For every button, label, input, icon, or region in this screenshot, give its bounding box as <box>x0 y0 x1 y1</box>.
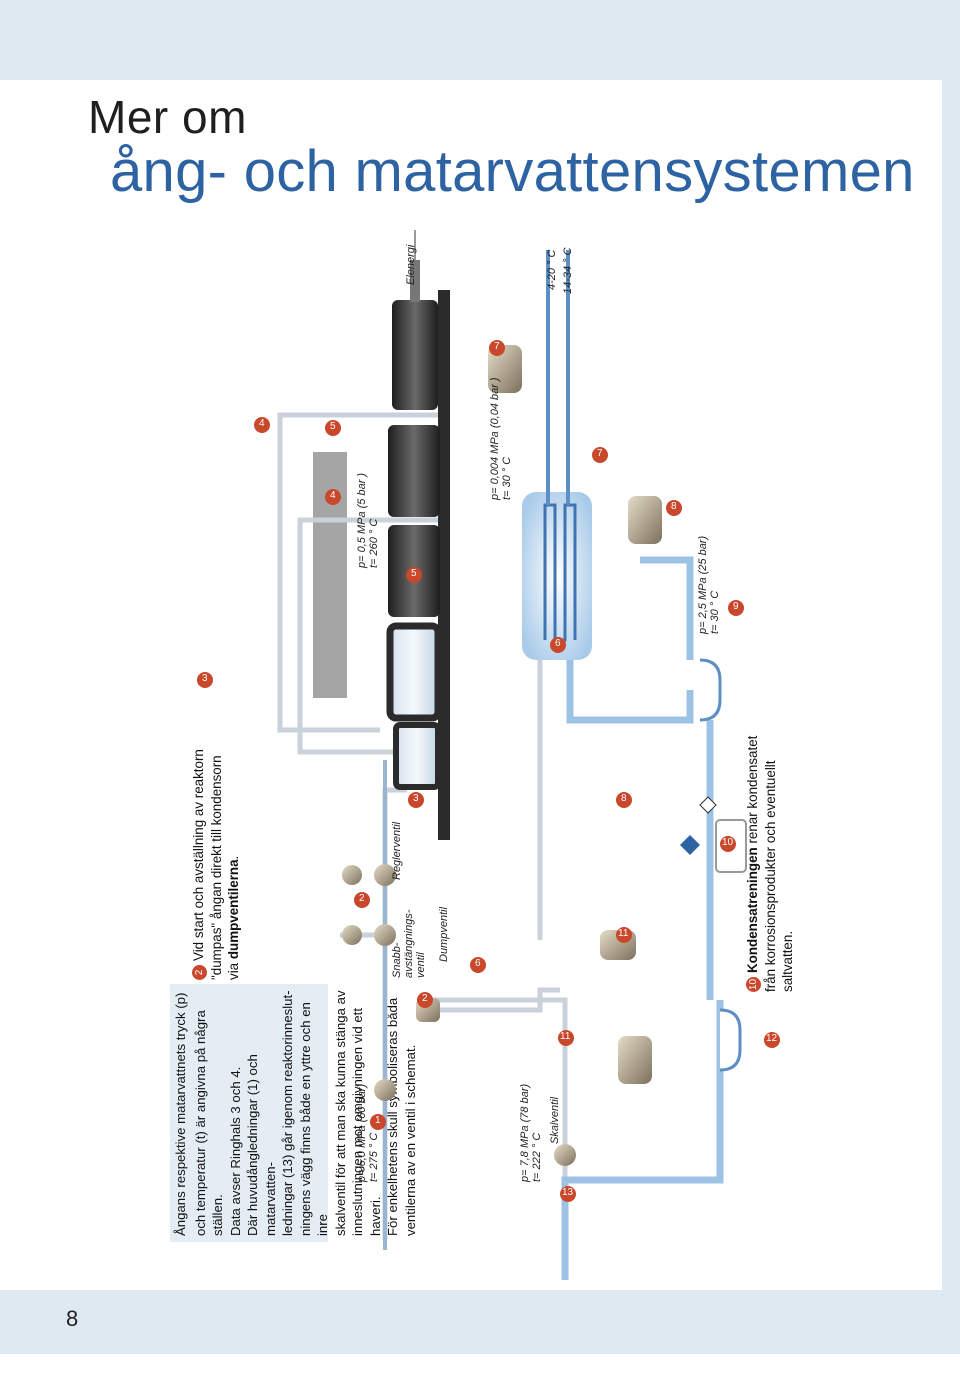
valve-icon <box>342 865 362 885</box>
steam-pipe <box>277 412 440 733</box>
badge <box>764 1032 780 1048</box>
label-elenergi: Elenergi <box>405 244 417 285</box>
badge <box>370 1114 386 1130</box>
steam-feedwater-diagram <box>197 230 780 1280</box>
badge <box>560 1186 576 1202</box>
page-number: 8 <box>66 1306 79 1331</box>
label-t13: t= 222 ° C <box>531 1132 543 1182</box>
badge <box>354 892 370 908</box>
left-margin <box>0 80 60 1290</box>
pump-icon <box>628 496 662 544</box>
label-p13: p= 7,8 MPa (78 bar) <box>519 1083 531 1182</box>
feedpump-icon <box>618 1036 652 1084</box>
badge <box>616 792 632 808</box>
badge <box>406 567 422 583</box>
badge <box>417 992 433 1008</box>
label-t-lp: t= 260 ° C <box>368 518 380 568</box>
check-valve-icon <box>680 835 700 855</box>
badge <box>325 420 341 436</box>
badge <box>325 489 341 505</box>
label-t-pump: t= 30 ° C <box>709 590 721 634</box>
pump-icon <box>488 345 522 393</box>
badge <box>197 672 213 688</box>
page-title-line1: Mer om <box>88 91 247 143</box>
badge <box>720 836 736 852</box>
valve-icon <box>374 864 396 886</box>
valve-icon <box>554 1144 576 1166</box>
badge <box>616 927 632 943</box>
page-title-line2: ång- och matarvattensystemen <box>110 139 915 204</box>
cond-return <box>537 637 590 940</box>
badge <box>550 637 566 653</box>
lp-turbine-1 <box>386 622 442 722</box>
badge-label: 12 <box>668 1381 680 1392</box>
badge <box>592 447 608 463</box>
label-t-cond: t= 30 ° C <box>501 456 513 500</box>
badge <box>489 340 505 356</box>
label-snabb2: avstängnings- <box>403 909 415 979</box>
badge <box>408 792 424 808</box>
valve-icon <box>374 1079 396 1101</box>
steam-pipe <box>297 517 440 755</box>
label-sea-out: 14-34 ° C <box>562 247 574 294</box>
feedwater-line <box>640 556 694 660</box>
label-p-pump: p= 2,5 MPa (25 bar) <box>697 535 709 634</box>
label-p-lp: p= 0,5 MPa (5 bar ) <box>356 472 368 568</box>
condenser <box>522 492 592 660</box>
badge-label: 13 <box>584 1381 596 1392</box>
valve-icon <box>342 925 362 945</box>
label-p1: p= 6,0 MPa (60 bar) <box>356 1083 368 1182</box>
top-band <box>0 0 960 80</box>
label-snabb3: ventil <box>415 952 427 978</box>
label-sea-in: 4-20 ° C <box>546 249 558 290</box>
preheater <box>699 658 722 722</box>
badge <box>728 600 744 616</box>
label-snabb1: Snabb- <box>391 942 403 978</box>
label-skalventil: Skalventil <box>549 1096 561 1144</box>
feedwater-line <box>561 1000 724 1280</box>
label-p-cond: p= 0,004 MPa (0,04 bar ) <box>489 377 501 500</box>
generator <box>392 300 438 410</box>
badge <box>254 417 270 433</box>
feed-pipe-grey <box>420 997 568 1180</box>
hp-turbine <box>393 722 441 790</box>
right-band <box>942 80 960 1290</box>
lp-turbine-3 <box>388 425 440 517</box>
label-reglerventil: Reglerventil <box>391 821 403 880</box>
valve-icon <box>374 924 396 946</box>
preheater <box>719 1008 742 1072</box>
badge <box>666 500 682 516</box>
label-dumpventil: Dumpventil <box>438 906 450 962</box>
bottom-band <box>0 1290 960 1354</box>
check-valve-icon <box>699 796 717 814</box>
label-t1: t= 275 ° C <box>368 1132 380 1182</box>
badge-label: 1 <box>402 1381 408 1392</box>
condensate-line <box>566 660 694 724</box>
generator-shaft <box>410 260 420 302</box>
reheater-bar <box>313 452 347 698</box>
badge <box>558 1030 574 1046</box>
badge <box>470 957 486 973</box>
